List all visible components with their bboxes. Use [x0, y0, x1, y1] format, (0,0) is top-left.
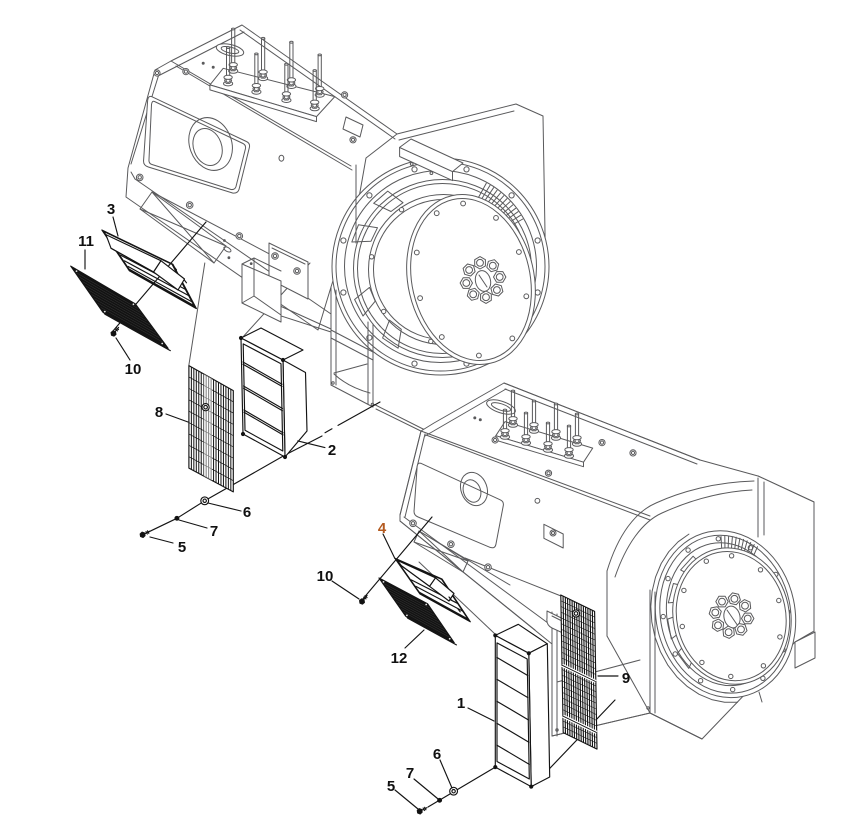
svg-text:10: 10 — [125, 361, 142, 378]
svg-text:7: 7 — [210, 523, 218, 540]
svg-text:4: 4 — [378, 520, 387, 537]
svg-text:1: 1 — [457, 695, 465, 712]
svg-text:7: 7 — [406, 765, 414, 782]
svg-text:5: 5 — [178, 539, 186, 556]
svg-text:6: 6 — [433, 746, 441, 763]
svg-text:3: 3 — [107, 201, 115, 218]
svg-text:11: 11 — [78, 233, 94, 250]
svg-text:10: 10 — [317, 568, 334, 585]
svg-text:2: 2 — [328, 442, 336, 459]
svg-text:6: 6 — [243, 504, 251, 521]
svg-text:8: 8 — [155, 404, 163, 421]
svg-text:5: 5 — [387, 778, 395, 795]
svg-text:9: 9 — [622, 670, 630, 687]
svg-text:12: 12 — [391, 650, 408, 667]
